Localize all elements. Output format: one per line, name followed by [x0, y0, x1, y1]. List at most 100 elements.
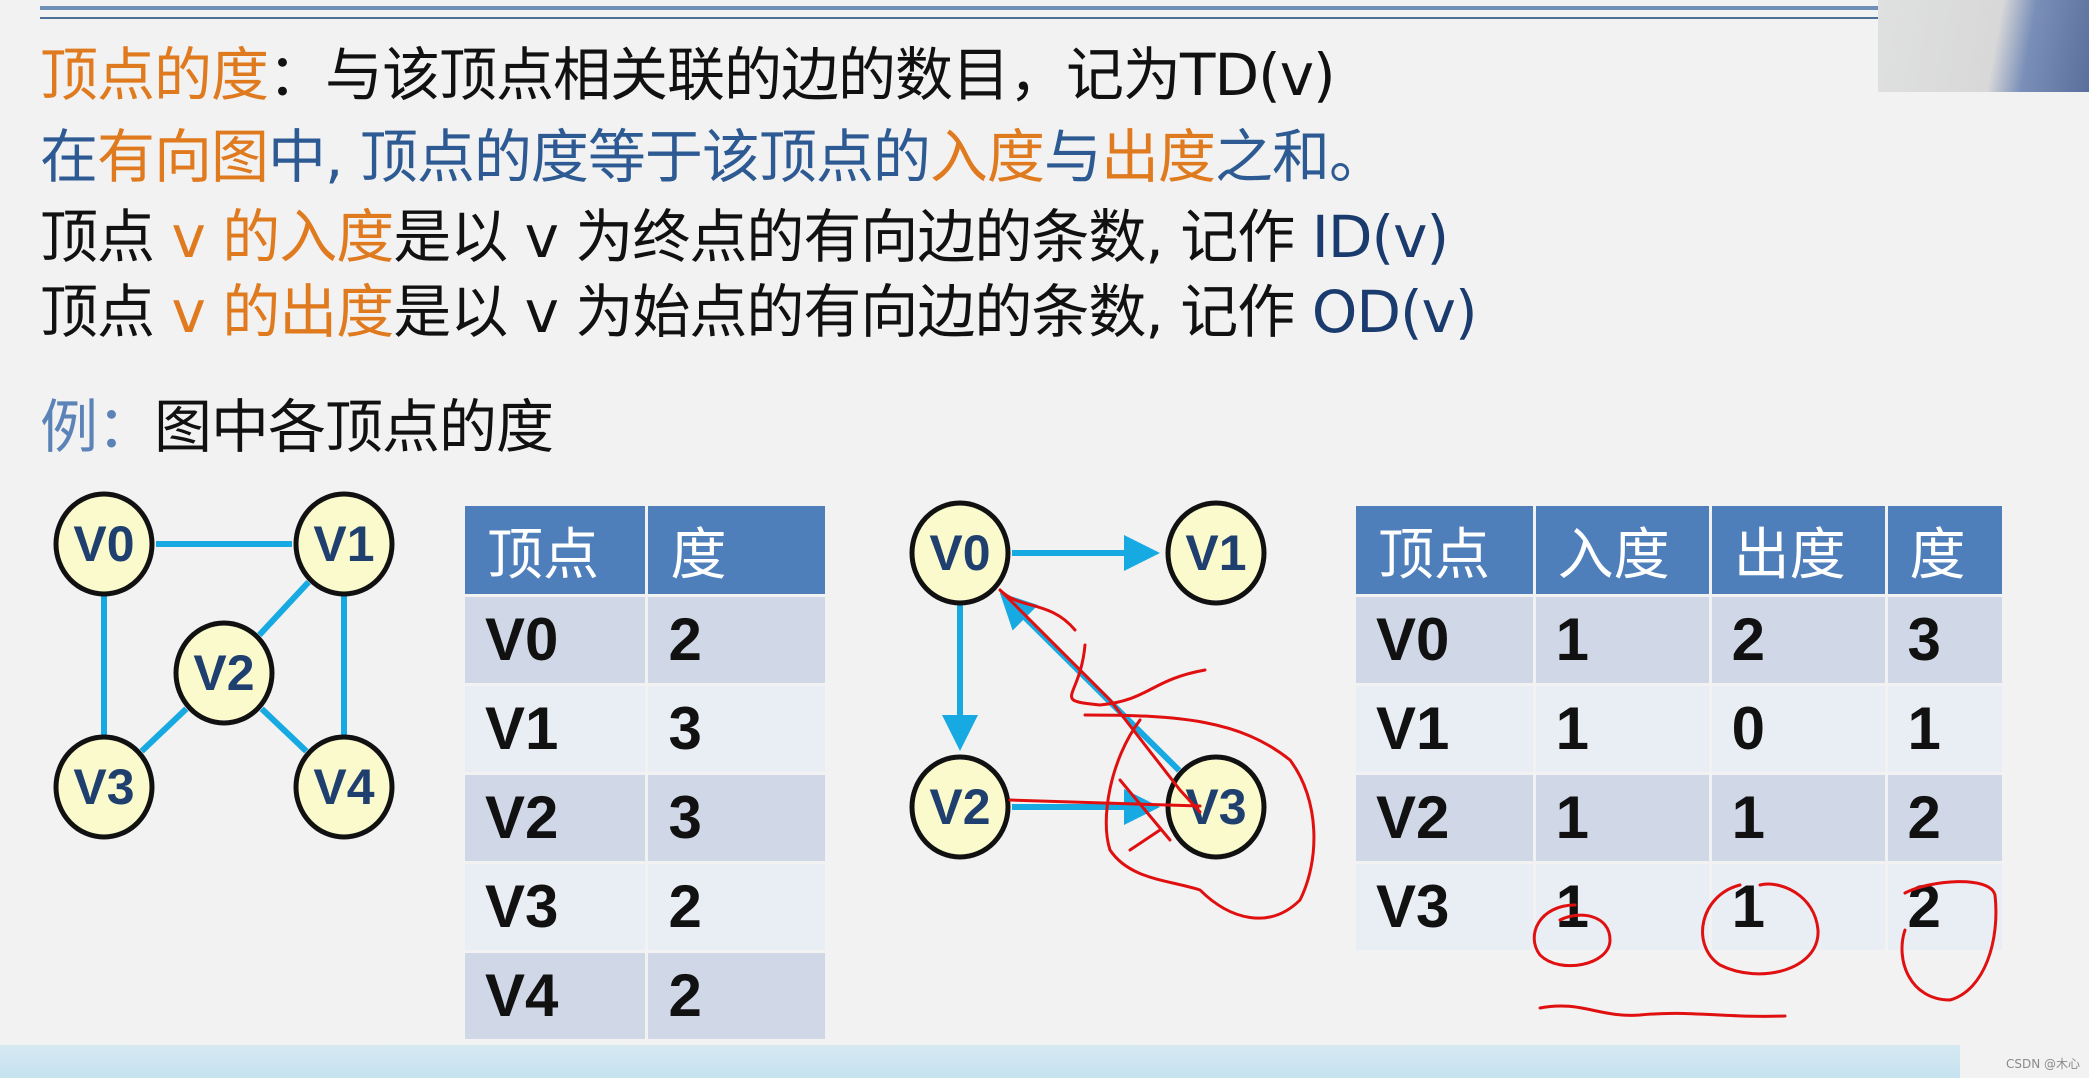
node-label: V0 — [73, 516, 134, 572]
table-cell: 0 — [1708, 683, 1888, 775]
header-row: 顶点度 — [461, 503, 828, 597]
table-cell: V1 — [1353, 683, 1536, 775]
table-cell: 2 — [645, 861, 828, 953]
node-label: V3 — [73, 759, 134, 815]
table-cell: 3 — [645, 683, 828, 775]
node-label: V1 — [313, 516, 374, 572]
table-cell: V4 — [461, 950, 649, 1042]
title-rule-thin — [40, 17, 1878, 19]
table-cell: 2 — [645, 594, 828, 686]
node-label: V4 — [313, 759, 374, 815]
text: 顶点 — [40, 278, 172, 346]
term-in-degree: 入度 — [929, 123, 1045, 191]
node-circle — [293, 734, 395, 840]
node-label: V3 — [1185, 779, 1246, 835]
table-cell: 1 — [1532, 772, 1712, 864]
column-header: 出度 — [1708, 503, 1888, 597]
table-cell: 3 — [645, 772, 828, 864]
table-cell: V3 — [461, 861, 649, 953]
table-cell: V2 — [461, 772, 649, 864]
table-cell: 1 — [1532, 594, 1712, 686]
example-heading: 例：图中各顶点的度 — [40, 380, 554, 464]
table-cell: V1 — [461, 683, 649, 775]
text: 中, 顶点的度等于该顶点的 — [268, 123, 931, 191]
node-label: V0 — [929, 525, 990, 581]
node-circle — [909, 500, 1011, 606]
table-cell: 2 — [1884, 772, 2006, 864]
table-cell: 1 — [1532, 683, 1712, 775]
table-cell: 1 — [1884, 683, 2006, 775]
node-label: V2 — [193, 645, 254, 701]
text: 顶点 — [40, 203, 172, 271]
table-cell: 1 — [1708, 861, 1888, 953]
ug-node-V3: V3 — [53, 734, 155, 840]
table-cell: 1 — [1708, 772, 1888, 864]
ug-node-V4: V4 — [293, 734, 395, 840]
watermark: CSDN @木心 — [2006, 1057, 2081, 1071]
table-cell: V3 — [1353, 861, 1536, 953]
table-cell: 3 — [1884, 594, 2006, 686]
term-in-degree: v 的入度 — [171, 203, 394, 271]
term-out-degree: 出度 — [1100, 123, 1216, 191]
dg-node-V2: V2 — [909, 754, 1011, 860]
node-label: V2 — [929, 779, 990, 835]
text: 是以 v 为始点的有向边的条数, 记作 — [393, 278, 1312, 346]
column-header: 度 — [1884, 503, 2006, 597]
dg-node-V3: V3 — [1165, 754, 1267, 860]
definition-line-degree: 顶点的度：与该顶点相关联的边的数目，记为TD(v) — [40, 28, 1336, 112]
node-circle — [173, 620, 275, 726]
table-cell: V0 — [1353, 594, 1536, 686]
node-circle — [1165, 500, 1267, 606]
ug-edge-V2-V3 — [139, 706, 189, 754]
dg-node-V1: V1 — [1165, 500, 1267, 606]
node-circle — [293, 491, 395, 597]
ug-node-V2: V2 — [173, 620, 275, 726]
definition-text: ：与该顶点相关联的边的数目，记为TD(v) — [268, 41, 1336, 109]
term-out-degree: v 的出度 — [171, 278, 394, 346]
table-cell: 1 — [1532, 861, 1712, 953]
ug-edge-V2-V4 — [259, 706, 309, 754]
term-degree: 顶点的度 — [40, 41, 269, 109]
notation-od: OD(v) — [1311, 278, 1478, 346]
column-header: 顶点 — [1353, 503, 1536, 597]
ug-node-V0: V0 — [53, 491, 155, 597]
ug-edge-V1-V2 — [257, 580, 311, 637]
node-circle — [53, 491, 155, 597]
example-label: 例： — [40, 393, 155, 461]
ug-node-V1: V1 — [293, 491, 395, 597]
table-cell: V0 — [461, 594, 649, 686]
definition-line-out-degree: 顶点 v 的出度是以 v 为始点的有向边的条数, 记作 OD(v) — [40, 265, 1478, 349]
text: 之和。 — [1214, 123, 1387, 191]
notation-id: ID(v) — [1311, 203, 1449, 271]
column-header: 顶点 — [461, 503, 649, 597]
table-cell: 2 — [1884, 861, 2006, 953]
column-header: 度 — [645, 503, 828, 597]
text: 在 — [40, 123, 98, 191]
example-text: 图中各顶点的度 — [154, 393, 554, 461]
title-rule — [40, 6, 1878, 10]
text: 与 — [1043, 123, 1102, 191]
header-row: 顶点入度出度度 — [1353, 503, 2006, 597]
webcam-overlay — [1878, 0, 2089, 92]
definition-line-in-degree: 顶点 v 的入度是以 v 为终点的有向边的条数, 记作 ID(v) — [40, 190, 1449, 274]
node-circle — [53, 734, 155, 840]
table-cell: 2 — [1708, 594, 1888, 686]
column-header: 入度 — [1532, 503, 1712, 597]
term-directed-graph: 有向图 — [97, 123, 269, 191]
footer-wave — [0, 1045, 1960, 1078]
node-label: V1 — [1185, 525, 1246, 581]
dg-edge-V3-V0 — [999, 592, 1182, 773]
table-cell: V2 — [1353, 772, 1536, 864]
